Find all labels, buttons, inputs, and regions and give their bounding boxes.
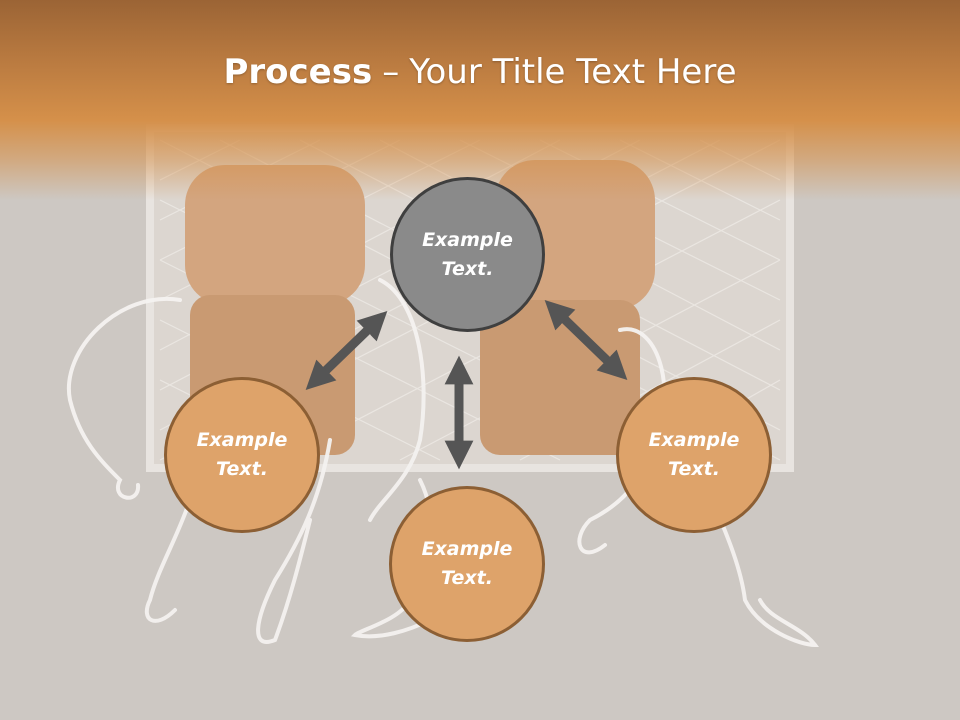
process-node-bottom[interactable]: Example Text.: [389, 486, 545, 642]
node-label-line1: Example: [421, 538, 513, 560]
node-label-line2: Text.: [441, 257, 494, 280]
process-node-center[interactable]: Example Text.: [390, 177, 545, 332]
slide-title[interactable]: Process–Your Title Text Here: [0, 52, 960, 92]
title-rest: Your Title Text Here: [409, 52, 737, 92]
process-node-right[interactable]: Example Text.: [616, 377, 772, 533]
node-label-line1: Example: [648, 429, 740, 451]
title-bold: Process: [223, 52, 373, 92]
title-separator: –: [382, 52, 400, 92]
process-node-left[interactable]: Example Text.: [164, 377, 320, 533]
node-label-line2: Text.: [668, 458, 720, 480]
title-band: [0, 0, 960, 200]
node-label-line2: Text.: [216, 458, 268, 480]
node-label-line2: Text.: [441, 567, 493, 589]
node-label-line1: Example: [196, 429, 288, 451]
node-label-line1: Example: [422, 228, 513, 251]
